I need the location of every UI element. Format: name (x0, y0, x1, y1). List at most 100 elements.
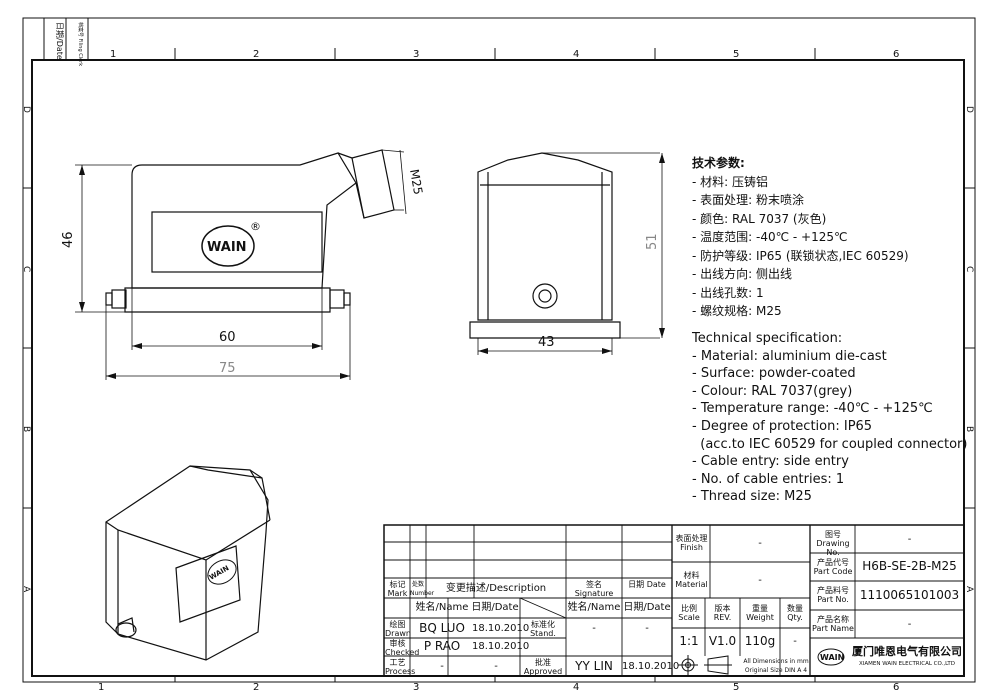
tb-signature: 签名 Signature (574, 580, 614, 598)
tb-number: 处数 Number (410, 581, 435, 597)
dim-width-inner: 60 (219, 330, 236, 345)
row-label-d-right: D (964, 106, 974, 113)
spec-en-line: (acc.to IEC 60529 for coupled connector) (692, 436, 968, 452)
side-strip-filing: 档案号 Filing Clerk (77, 22, 84, 66)
col-label-5: 5 (733, 49, 739, 60)
tb-company-cn: 厦门唯恩电气有限公司 (852, 645, 962, 658)
tb-finish-label: 表面处理 Finish (675, 534, 708, 552)
tb-rev-label: 版本 REV. (713, 604, 732, 622)
tb-drawing-no-label: 图号 Drawing No. (816, 530, 850, 557)
tb-stand-date: - (645, 623, 649, 634)
tb-stand-label: 标准化 Stand. (530, 620, 556, 638)
col-label-bottom-4: 4 (573, 682, 579, 693)
spec-en-line: - No. of cable entries: 1 (692, 471, 845, 487)
side-view (469, 152, 663, 355)
tb-date: 日期 Date (628, 580, 666, 589)
wain-logo-front: WAIN ® (201, 220, 261, 267)
tb-stand-name: - (592, 623, 596, 634)
tb-part-no-label: 产品料号 Part No. (817, 586, 849, 604)
row-label-b: B (21, 426, 31, 432)
col-label-4: 4 (573, 49, 579, 60)
spec-en: Technical specification: - Material: alu… (692, 330, 967, 506)
tb-note-2: Original Size DIN A 4 (744, 667, 808, 674)
tb-weight-val: 110g (744, 634, 776, 648)
tb-date-col: 日期/Date (471, 602, 519, 613)
tb-approved-label: 批准 Approved (523, 658, 563, 676)
tb-name-col-2: 姓名/Name (567, 602, 621, 613)
tb-material-label: 材料 Material (675, 571, 708, 589)
spec-cn-line: - 出线孔数: 1 (692, 285, 764, 300)
col-label-bottom-6: 6 (893, 682, 899, 693)
row-label-c-right: C (964, 266, 974, 272)
tb-company-en: XIAMEN WAIN ELECTRICAL CO.,LTD (858, 661, 956, 667)
side-arrows (478, 153, 665, 354)
spec-cn-line: - 出线方向: 侧出线 (692, 267, 793, 281)
col-label-1: 1 (110, 49, 116, 60)
spec-cn-line: - 螺纹规格: M25 (692, 304, 782, 318)
tb-drawn-name: BQ LUO (419, 621, 465, 635)
spec-cn: 技术参数: - 材料: 压铸铝 - 表面处理: 粉末喷涂 - 颜色: RAL 7… (692, 154, 909, 321)
spec-cn-line: - 防护等级: IP65 (联锁状态,IEC 60529) (692, 248, 909, 263)
dim-side-height: 51 (645, 233, 660, 250)
tb-process-name: - (440, 661, 444, 672)
col-label-bottom-5: 5 (733, 682, 739, 693)
tb-approved-name: YY LIN (575, 659, 613, 673)
spec-cn-line: 技术参数: (692, 156, 745, 170)
tb-qty-val: - (793, 636, 797, 647)
spec-cn-line: - 材料: 压铸铝 (692, 174, 769, 189)
row-label-a: A (21, 586, 31, 593)
spec-cn-line: - 颜色: RAL 7037 (灰色) (692, 211, 827, 226)
tb-drawn-label: 绘图 Drawn (385, 620, 411, 638)
tb-checked-name: P RAO (423, 639, 461, 653)
tb-part-name-label: 产品名称 Part Name (812, 615, 854, 633)
tb-description: 变更描述/Description (445, 583, 547, 594)
row-label-a-right: A (964, 586, 974, 593)
tb-part-code-val: H6B-SE-2B-M25 (862, 559, 957, 573)
row-label-c: C (21, 266, 31, 272)
isometric-view (105, 465, 271, 661)
col-label-6: 6 (893, 49, 899, 60)
dimension-arrows (79, 165, 350, 379)
col-label-bottom-2: 2 (253, 682, 259, 693)
tb-part-no-val: 1110065101003 (859, 588, 960, 602)
tb-scale-label: 比例 Scale (678, 604, 700, 622)
tb-qty-label: 数量 Qty. (787, 604, 803, 622)
col-label-2: 2 (253, 49, 259, 60)
tb-checked-label: 审核 Checked (385, 639, 420, 657)
title-block-grid (383, 524, 965, 677)
dim-side-width: 43 (538, 335, 555, 350)
spec-en-line: - Thread size: M25 (692, 489, 812, 505)
wain-logo-iso: WAIN (207, 559, 237, 585)
front-view (75, 149, 407, 380)
col-label-3: 3 (413, 49, 419, 60)
tb-approved-date: 18.10.2010 (622, 661, 680, 672)
tb-drawn-date: 18.10.2010 (472, 623, 530, 634)
tb-name-col: 姓名/Name (415, 602, 469, 613)
spec-en-line: - Colour: RAL 7037(grey) (692, 383, 853, 399)
spec-en-line: - Degree of protection: IP65 (692, 418, 873, 434)
tb-checked-date: 18.10.2010 (472, 641, 530, 652)
tb-mark: 标记 Mark (387, 580, 408, 598)
side-strip: 日期/Date 档案号 Filing Clerk (43, 17, 89, 66)
row-label-d: D (21, 106, 31, 113)
tb-weight-label: 重量 Weight (746, 604, 774, 622)
row-label-b-right: B (964, 426, 974, 432)
spec-en-line: - Temperature range: -40℃ - +125℃ (692, 401, 933, 417)
spec-cn-line: - 温度范围: -40℃ - +125℃ (692, 230, 848, 244)
dim-width-total: 75 (219, 361, 236, 376)
tb-drawing-no-val: - (907, 534, 912, 545)
tb-process-date: - (494, 661, 498, 672)
tb-part-code-label: 产品代号 Part Code (813, 558, 853, 576)
tb-finish-val: - (758, 538, 762, 549)
spec-cn-line: - 表面处理: 粉末喷涂 (692, 193, 805, 207)
tb-scale-val: 1:1 (679, 634, 699, 648)
tb-part-name-val: - (907, 619, 912, 630)
tb-material-val: - (758, 575, 762, 586)
spec-en-line: - Cable entry: side entry (692, 454, 849, 470)
projection-symbol (678, 655, 732, 675)
spec-en-line: - Surface: powder-coated (692, 366, 856, 382)
tb-note-1: All Dimensions in mm (743, 658, 809, 665)
outer-border (22, 17, 976, 683)
tb-date-col-2: 日期/Date (623, 602, 671, 613)
